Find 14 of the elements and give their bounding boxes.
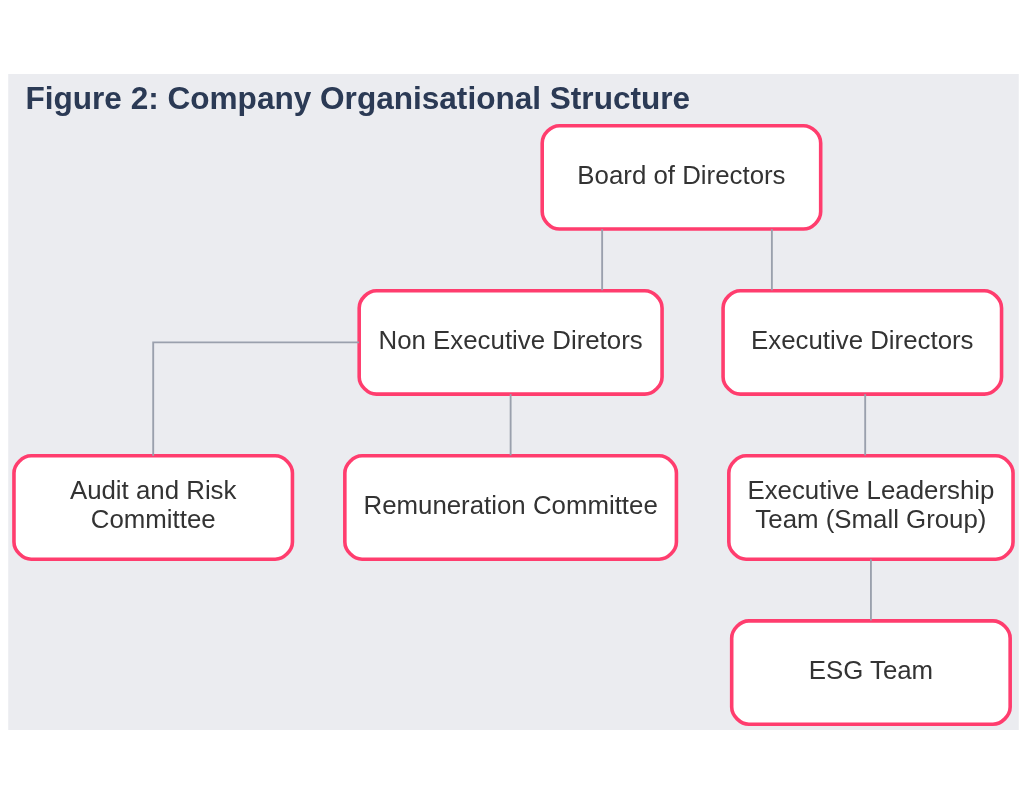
connector: [870, 558, 872, 622]
connector: [601, 228, 604, 292]
node-box: Board of Directors: [540, 123, 823, 231]
node-box: Audit and Risk Committee: [12, 454, 295, 561]
connector: [864, 393, 867, 457]
node-box: Executive Directors: [721, 288, 1004, 396]
connector: [152, 341, 360, 457]
node-box: Non Executive Diretors: [357, 288, 664, 396]
node-box: Executive Leadership Team (Small Group): [727, 454, 1015, 561]
diagram-title: Figure 2: Company Organisational Structure: [25, 80, 691, 117]
connector: [509, 393, 512, 457]
node-box: Remuneration Committee: [343, 454, 679, 561]
connector: [770, 228, 773, 292]
node-box: ESG Team: [729, 619, 1012, 727]
